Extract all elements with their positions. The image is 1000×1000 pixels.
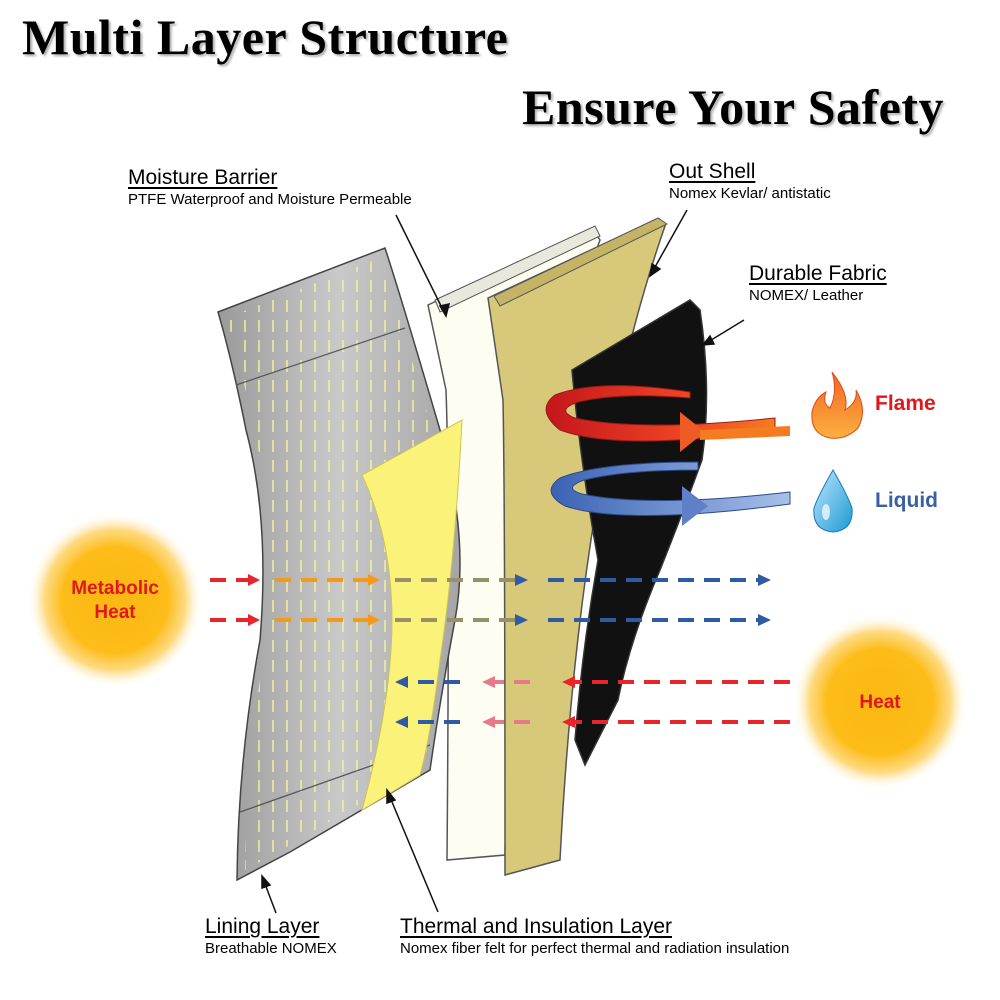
- thermal-layer-desc: Nomex fiber felt for perfect thermal and…: [400, 940, 790, 957]
- metabolic-heat-sun: [27, 512, 203, 688]
- liquid-deflection-arrow: [550, 461, 791, 526]
- thermal-layer-panel: [361, 419, 463, 812]
- durable-fabric-desc: NOMEX/ Leather: [749, 287, 864, 304]
- metabolic-heat-label: Metabolic Heat: [55, 577, 175, 625]
- lining-layer-label: Lining Layer Breathable NOMEX: [205, 915, 337, 958]
- title-line-2: Ensure Your Safety: [522, 79, 945, 135]
- durable-fabric-name: Durable Fabric: [749, 262, 887, 285]
- thermal-layer-name: Thermal and Insulation Layer: [400, 915, 672, 938]
- out-shell-label: Out Shell Nomex Kevlar/ antistatic: [669, 160, 831, 203]
- durable-fabric-label: Durable Fabric NOMEX/ Leather: [749, 262, 887, 305]
- flame-icon: [811, 371, 863, 439]
- water-drop-icon: [813, 468, 853, 533]
- leader-lines: [261, 209, 745, 914]
- flame-label: Flame: [875, 392, 936, 415]
- external-heat-sun: [792, 614, 968, 790]
- metabolic-heat-line-1: Metabolic: [71, 578, 159, 599]
- moisture-barrier-name: Moisture Barrier: [128, 166, 278, 189]
- metabolic-heat-arrows: [210, 574, 771, 626]
- flame-deflection-arrow: [545, 385, 790, 452]
- thermal-layer-label: Thermal and Insulation Layer Nomex fiber…: [400, 915, 789, 958]
- out-shell-desc: Nomex Kevlar/ antistatic: [669, 185, 831, 202]
- title-line-1: Multi Layer Structure: [22, 9, 509, 65]
- metabolic-heat-line-2: Heat: [94, 602, 136, 623]
- moisture-barrier-desc: PTFE Waterproof and Moisture Permeable: [128, 191, 412, 208]
- lining-layer-desc: Breathable NOMEX: [205, 940, 337, 957]
- external-heat-label: Heat: [859, 692, 901, 713]
- external-heat-arrows: [395, 676, 790, 728]
- out-shell-name: Out Shell: [669, 160, 756, 183]
- liquid-label: Liquid: [875, 489, 938, 512]
- moisture-barrier-label: Moisture Barrier PTFE Waterproof and Moi…: [128, 166, 412, 209]
- lining-layer-name: Lining Layer: [205, 915, 320, 938]
